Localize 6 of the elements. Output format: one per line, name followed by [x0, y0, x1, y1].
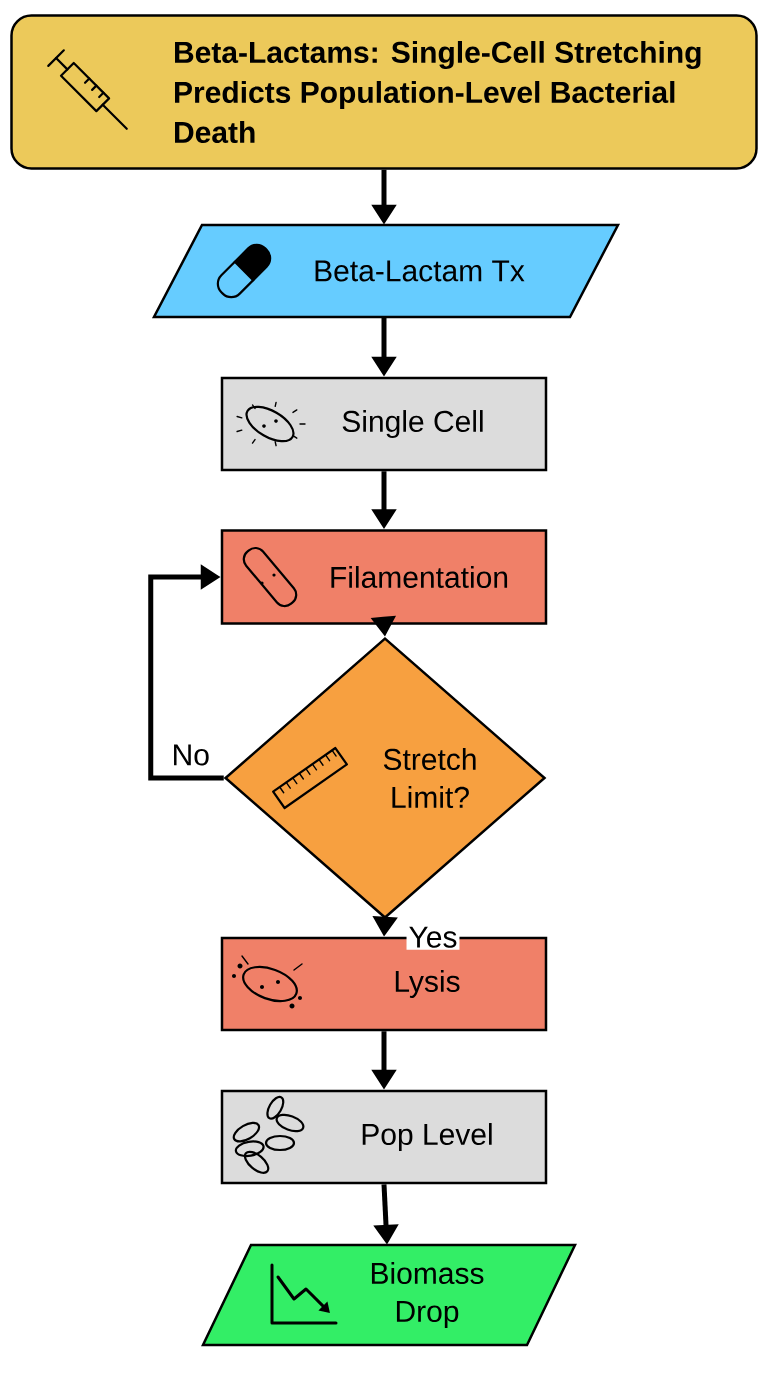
arrow — [148, 564, 224, 781]
data-parallelogram: Biomass Drop — [201, 1243, 577, 1347]
process-box: Single Cell — [220, 376, 548, 472]
title-box: Beta-Lactams: Single-Cell Stretching Predicts Population-Level Bacterial Death — [10, 14, 758, 170]
process-box: Filamentation — [220, 529, 548, 625]
process-box: Pop Level — [220, 1089, 548, 1185]
